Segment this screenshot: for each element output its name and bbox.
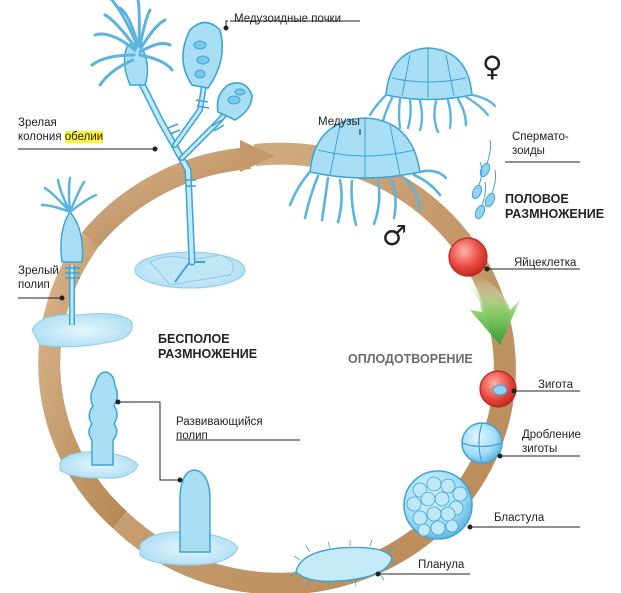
label-egg: Яйцеклетка: [514, 257, 577, 269]
leader-dots: [59, 25, 517, 577]
label-obelia-highlight: обелии: [64, 131, 104, 143]
male-symbol-icon: ♂: [382, 219, 408, 252]
label-asexual-reproduction: БЕСПОЛОЕ РАЗМНОЖЕНИЕ: [158, 332, 257, 362]
egg-cell: [448, 237, 488, 277]
label-zygote: Зигота: [538, 379, 573, 391]
label-developing-polyp-line1: Развивающийся: [176, 416, 263, 428]
label-sexual-reproduction: ПОЛОВОЕ РАЗМНОЖЕНИЕ: [505, 192, 604, 222]
label-mature-colony-line1: Зрелая: [18, 117, 57, 129]
label-blastula: Бластула: [494, 512, 545, 524]
label-cleavage: Дробление зиготы: [522, 428, 581, 456]
zygote-cleavage: [461, 422, 503, 464]
label-planula: Планула: [418, 559, 465, 571]
mature-polyp: [31, 176, 133, 348]
label-mature-polyp-line1: Зрелый: [18, 265, 59, 277]
male-medusa: [288, 117, 448, 227]
zygote: [479, 370, 517, 408]
label-mature-polyp: Зрелый полип: [18, 264, 59, 292]
female-symbol-icon: ♀: [482, 50, 503, 83]
label-developing-polyp: Развивающийся полип: [176, 415, 263, 443]
female-medusa: [368, 47, 497, 134]
developing-polyp-early: [59, 371, 139, 479]
label-mature-colony: Зрелая колония обелии: [18, 116, 104, 144]
label-asexual-reproduction-line2: РАЗМНОЖЕНИЕ: [158, 347, 258, 361]
label-cleavage-line1: Дробление: [522, 429, 581, 441]
label-asexual-reproduction-line1: БЕСПОЛОЕ: [158, 332, 230, 346]
label-spermatozoa-line1: Спермато-: [512, 131, 569, 143]
leader-lines: [18, 20, 580, 575]
label-sexual-reproduction-line2: РАЗМНОЖЕНИЕ: [505, 207, 605, 221]
label-spermatozoa: Спермато- зоиды: [512, 130, 569, 158]
label-developing-polyp-line2: полип: [176, 430, 208, 442]
obelia-colony: [90, 0, 253, 289]
label-mature-colony-word: колония: [18, 131, 65, 143]
label-medusoid-buds: Медузоидные почки: [234, 13, 342, 25]
blastula: [403, 470, 473, 540]
spermatozoa: [471, 139, 497, 220]
developing-polyp-bud: [139, 469, 239, 566]
label-mature-colony-line2: колония обелии: [18, 130, 104, 144]
label-mature-polyp-line2: полип: [18, 279, 50, 291]
fertilization-arrow: [460, 275, 520, 345]
label-spermatozoa-line2: зоиды: [512, 145, 545, 157]
label-medusae: Медузы: [318, 116, 360, 128]
label-cleavage-line2: зиготы: [522, 443, 558, 455]
label-sexual-reproduction-line1: ПОЛОВОЕ: [505, 192, 569, 206]
label-fertilization: ОПЛОДОТВОРЕНИЕ: [348, 352, 473, 366]
planula: [289, 539, 399, 589]
